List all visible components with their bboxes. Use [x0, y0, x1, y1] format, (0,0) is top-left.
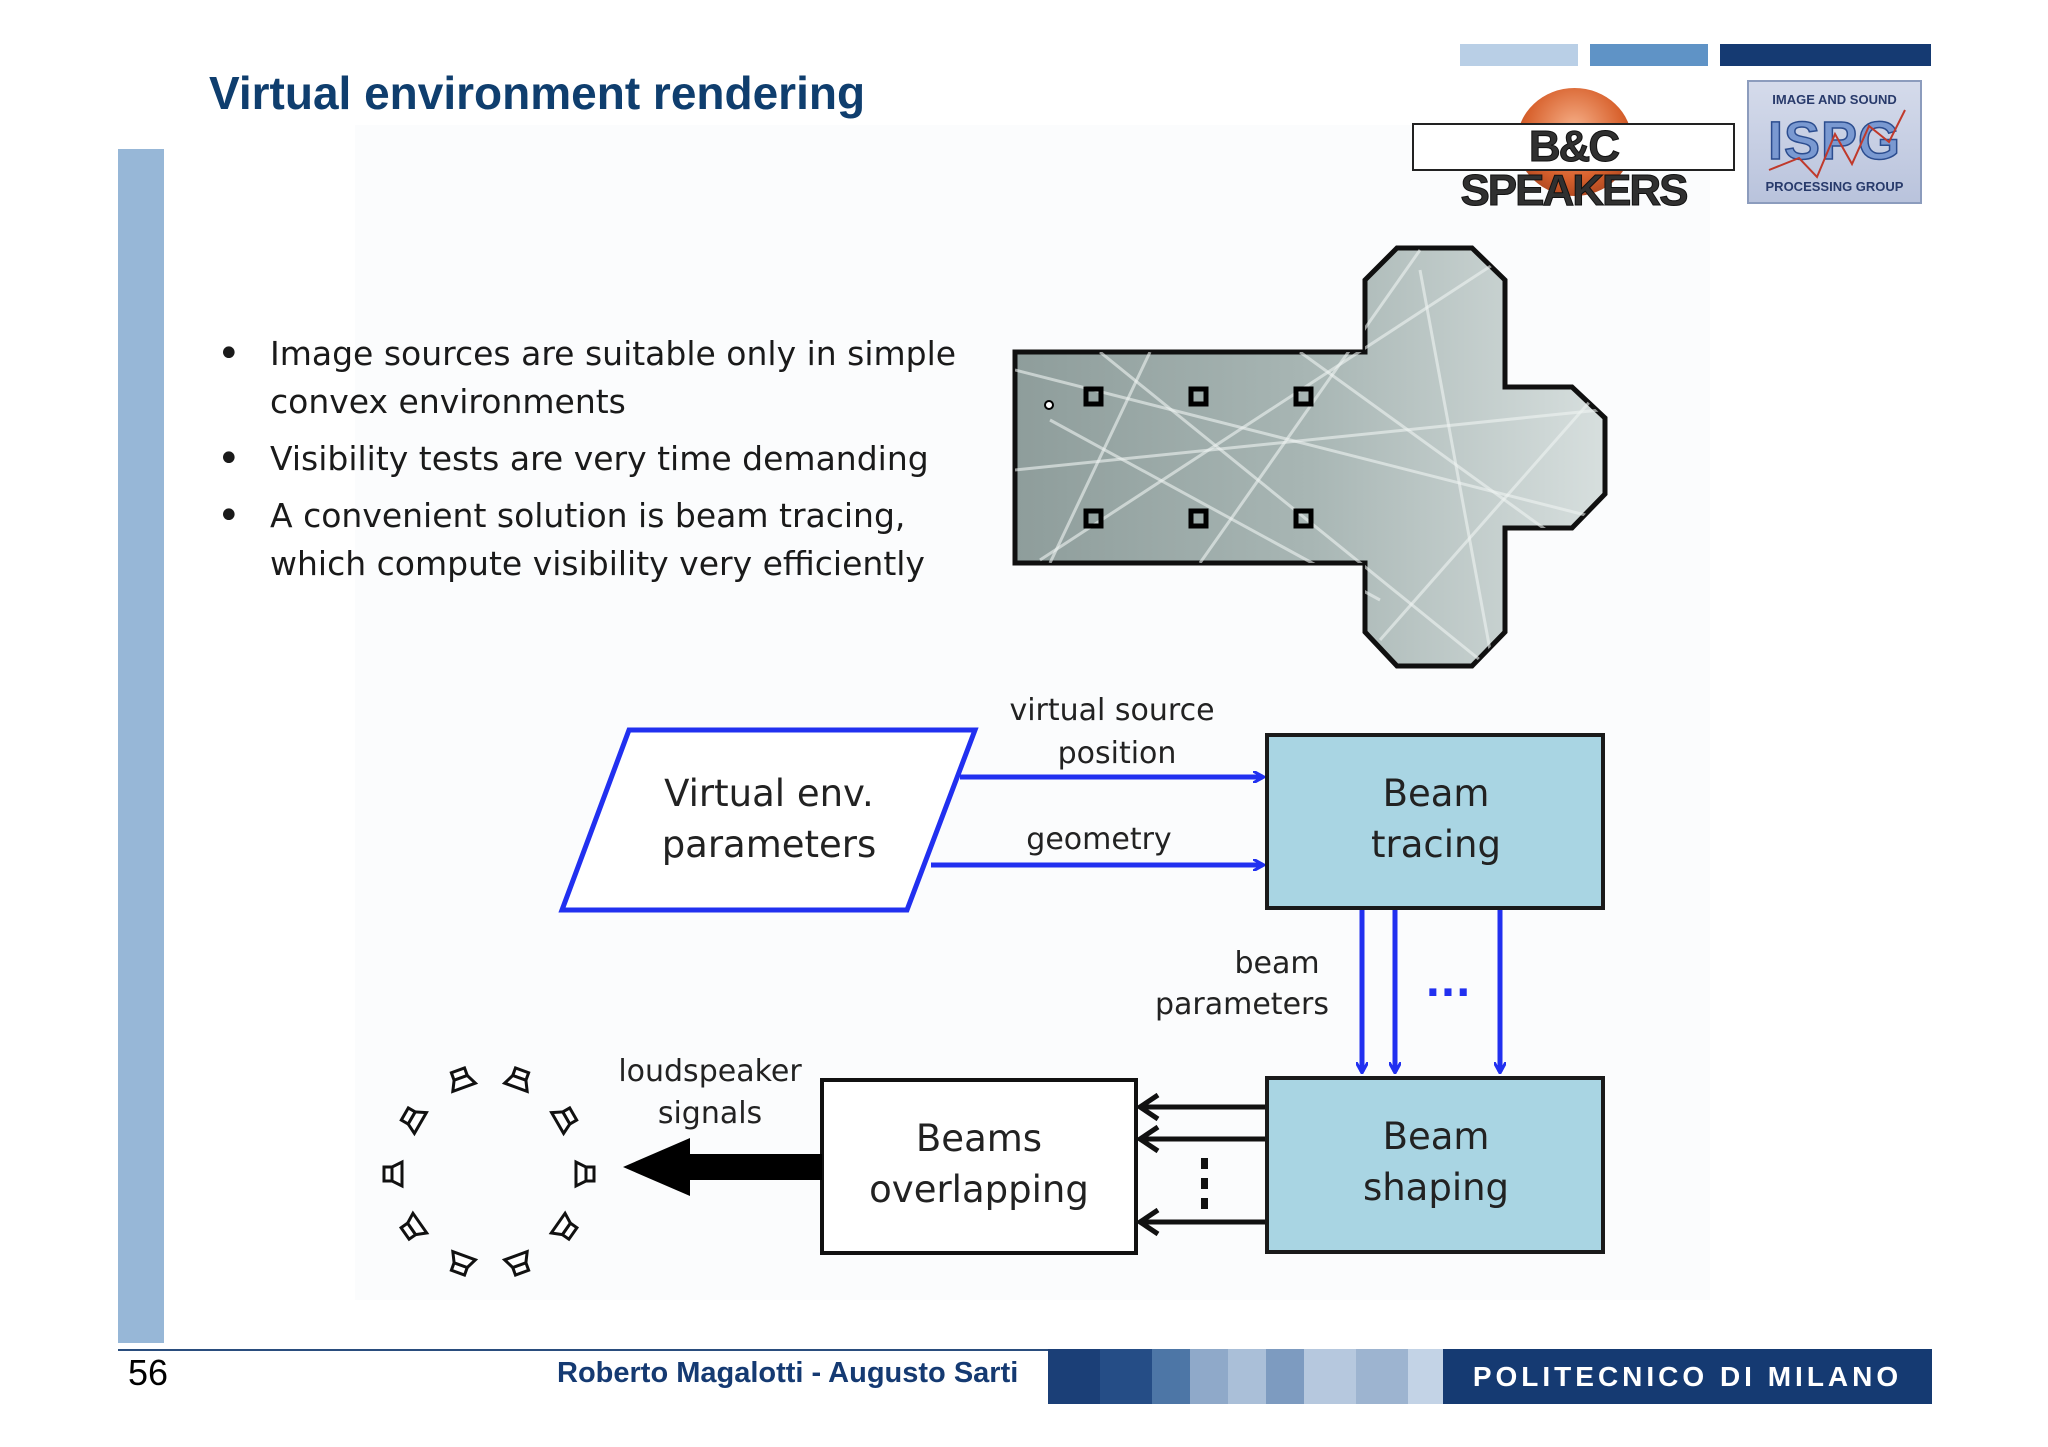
loudspeaker-label-2: signals — [658, 1096, 762, 1131]
institution-label: POLITECNICO DI MILANO — [1443, 1349, 1932, 1404]
bullet-dot-icon: • — [217, 436, 241, 482]
bullet-dot-icon: • — [217, 331, 241, 377]
page-number: 56 — [128, 1352, 169, 1393]
bullet-text: A convenient solution is beam tracing, w… — [270, 496, 925, 583]
receiver-squares — [1083, 386, 1314, 529]
bullet-item: • Visibility tests are very time demandi… — [210, 435, 970, 483]
room-floorplan — [1012, 245, 1608, 669]
loudspeaker-icon — [574, 1159, 596, 1189]
beams-overlapping-box — [820, 1078, 1138, 1255]
loudspeaker-icon — [398, 1210, 430, 1242]
bc-speakers-logo: B&C SPEAKERS — [1412, 88, 1737, 213]
beam-shaping-label-1: Beam — [1383, 1115, 1490, 1158]
bullet-text: Visibility tests are very time demanding — [270, 439, 929, 478]
loudspeaker-icon — [549, 1105, 579, 1137]
beams-overlapping-label-2: overlapping — [869, 1168, 1089, 1211]
slide-title: Virtual environment rendering — [209, 67, 866, 119]
shaping-to-overlap-arrows — [1135, 1092, 1265, 1237]
bullet-item: • A convenient solution is beam tracing,… — [210, 492, 970, 588]
room-outline — [1012, 245, 1608, 669]
header-bar-mid — [1590, 44, 1708, 66]
loudspeaker-icon — [501, 1066, 531, 1094]
beam-params-label-2: parameters — [1155, 987, 1329, 1022]
beam-shaping-label-2: shaping — [1363, 1166, 1509, 1209]
beam-traces — [1015, 249, 1605, 662]
ispg-bottom-text: PROCESSING GROUP — [1765, 179, 1904, 194]
virtual-env-shape — [558, 727, 979, 913]
receiver-square — [1293, 386, 1314, 407]
receiver-square — [1188, 508, 1209, 529]
loudspeaker-icon — [548, 1210, 580, 1242]
vertical-ellipsis-icon — [1201, 1158, 1208, 1209]
bullet-text: Image sources are suitable only in simpl… — [270, 334, 957, 421]
header-bar-dark — [1720, 44, 1931, 66]
output-arrow-head — [623, 1138, 690, 1196]
beam-tracing-box — [1265, 733, 1605, 910]
receiver-square — [1083, 386, 1104, 407]
ispg-logo: IMAGE AND SOUND ISPG PROCESSING GROUP — [1747, 80, 1922, 204]
beam-ellipsis: ... — [1425, 960, 1471, 1006]
beam-params-label-1: beam — [1234, 946, 1319, 981]
loudspeaker-icon — [449, 1066, 479, 1094]
loudspeaker-icon — [382, 1159, 404, 1189]
beam-tracing-label-1: Beam — [1383, 772, 1490, 815]
bc-speakers-text: B&C SPEAKERS — [1412, 123, 1735, 213]
ispg-top-text: IMAGE AND SOUND — [1772, 92, 1897, 107]
output-arrow-shaft — [685, 1154, 822, 1180]
bullet-dot-icon: • — [217, 493, 241, 539]
receiver-square — [1083, 508, 1104, 529]
loudspeaker-icon — [399, 1105, 429, 1137]
loudspeaker-array — [382, 1066, 596, 1277]
loudspeaker-icon — [501, 1249, 531, 1277]
bullet-item: • Image sources are suitable only in sim… — [210, 330, 970, 426]
virtual-env-label-1: Virtual env. — [664, 772, 874, 815]
virtual-source-label-2: position — [1058, 736, 1177, 771]
bullet-list: • Image sources are suitable only in sim… — [210, 330, 970, 597]
footer-authors: Roberto Magalotti - Augusto Sarti — [557, 1357, 1019, 1389]
beam-tracing-label-2: tracing — [1371, 823, 1501, 866]
loudspeaker-icon — [449, 1249, 479, 1277]
left-accent-rail — [118, 149, 164, 1343]
beam-shaping-box — [1265, 1076, 1605, 1254]
geometry-label: geometry — [1026, 822, 1171, 857]
header-bar-light — [1460, 44, 1578, 66]
footer-rule — [118, 1349, 1930, 1351]
loudspeaker-label-1: loudspeaker — [618, 1054, 802, 1089]
receiver-square — [1188, 386, 1209, 407]
source-dot — [1044, 400, 1054, 410]
waveform-icon — [1768, 109, 1906, 179]
beams-overlapping-label-1: Beams — [916, 1117, 1042, 1160]
virtual-source-label-1: virtual source — [1009, 693, 1214, 728]
virtual-env-label-2: parameters — [662, 823, 877, 866]
receiver-square — [1293, 508, 1314, 529]
